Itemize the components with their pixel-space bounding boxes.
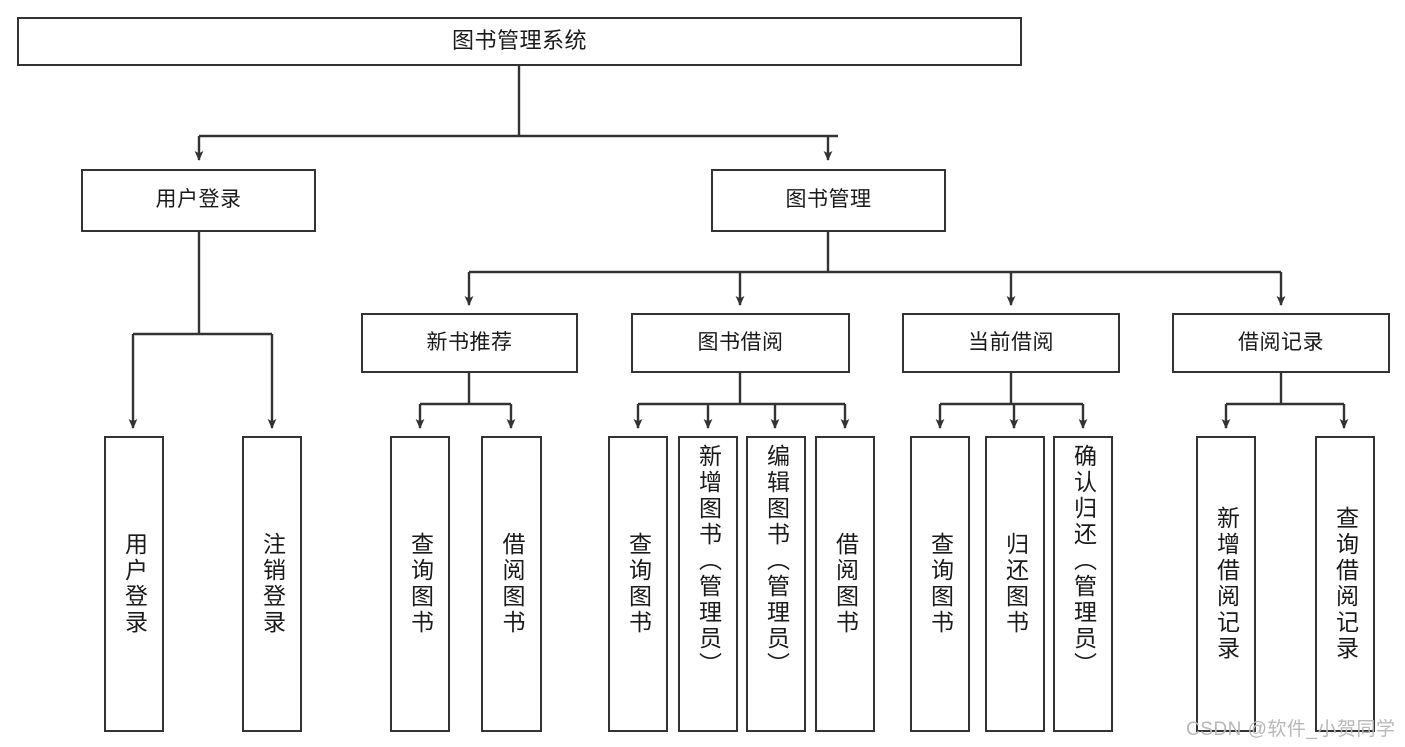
leaf-return-book[interactable]: 归还图书	[985, 436, 1045, 732]
node-borrow-record-label: 借阅记录	[1238, 330, 1324, 354]
node-current-borrow[interactable]: 当前借阅	[902, 313, 1120, 373]
node-book-management-label: 图书管理	[785, 188, 872, 212]
leaf-borrow-book-1-label: 借阅图书	[499, 532, 525, 636]
leaf-query-book-3-label: 查询图书	[927, 532, 954, 636]
node-new-book-recommend[interactable]: 新书推荐	[361, 313, 578, 373]
node-book-management[interactable]: 图书管理	[711, 169, 946, 232]
leaf-query-book-1[interactable]: 查询图书	[390, 436, 450, 732]
node-user-login-label: 用户登录	[155, 188, 242, 212]
leaf-borrow-book-1[interactable]: 借阅图书	[481, 436, 542, 732]
node-book-borrow-label: 图书借阅	[697, 330, 784, 354]
leaf-borrow-book-2[interactable]: 借阅图书	[815, 436, 875, 732]
leaf-query-book-2-label: 查询图书	[625, 532, 652, 636]
leaf-add-borrow-record[interactable]: 新增借阅记录	[1196, 436, 1256, 732]
leaf-user-login-label: 用户登录	[121, 532, 148, 636]
node-book-borrow[interactable]: 图书借阅	[631, 313, 850, 373]
leaf-query-book-2[interactable]: 查询图书	[608, 436, 668, 732]
leaf-confirm-return[interactable]: 确认归还（管理员）	[1053, 436, 1113, 732]
leaf-query-borrow-record[interactable]: 查询借阅记录	[1315, 436, 1375, 732]
leaf-return-book-label: 归还图书	[1002, 532, 1029, 636]
leaf-query-book-3[interactable]: 查询图书	[910, 436, 970, 732]
leaf-query-book-1-label: 查询图书	[407, 532, 434, 636]
leaf-edit-book[interactable]: 编辑图书（管理员）	[746, 436, 806, 732]
csdn-watermark: CSDN @软件_小贺同学	[1186, 719, 1396, 740]
node-root-label: 图书管理系统	[451, 28, 587, 54]
leaf-borrow-book-2-label: 借阅图书	[832, 532, 859, 636]
leaf-add-book[interactable]: 新增图书（管理员）	[678, 436, 738, 732]
leaf-query-borrow-record-label: 查询借阅记录	[1332, 506, 1359, 662]
leaf-add-book-label: 新增图书（管理员）	[695, 444, 722, 678]
node-new-book-recommend-label: 新书推荐	[426, 330, 513, 354]
node-current-borrow-label: 当前借阅	[968, 330, 1054, 354]
node-root[interactable]: 图书管理系统	[17, 17, 1022, 66]
leaf-edit-book-label: 编辑图书（管理员）	[763, 444, 790, 678]
node-user-login[interactable]: 用户登录	[81, 169, 316, 232]
leaf-confirm-return-label: 确认归还（管理员）	[1070, 444, 1097, 678]
node-borrow-record[interactable]: 借阅记录	[1172, 313, 1390, 373]
leaf-add-borrow-record-label: 新增借阅记录	[1213, 506, 1240, 662]
leaf-logout-label: 注销登录	[259, 532, 286, 636]
leaf-user-login[interactable]: 用户登录	[104, 436, 164, 732]
leaf-logout[interactable]: 注销登录	[242, 436, 302, 732]
